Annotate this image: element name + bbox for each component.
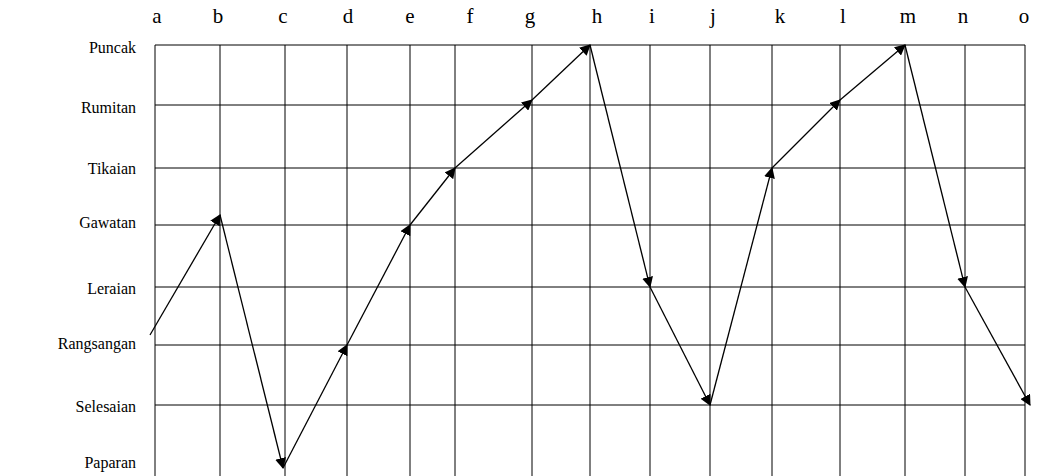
column-letter: c	[278, 6, 287, 27]
column-letter: f	[467, 6, 474, 27]
column-letter: l	[840, 6, 846, 27]
column-letter: e	[405, 6, 414, 27]
grid	[155, 45, 1025, 476]
stage-name: Puncak	[89, 40, 136, 56]
stage-name: Gawatan	[79, 215, 136, 231]
column-letter: b	[213, 6, 224, 27]
stage-name: Rangsangan	[58, 336, 136, 352]
column-letter: g	[525, 6, 536, 27]
column-letter: h	[592, 6, 603, 27]
stage-name: Selesaian	[76, 399, 136, 415]
column-letter: m	[900, 6, 916, 27]
column-letter: j	[710, 6, 716, 27]
stage-name: Rumitan	[81, 100, 136, 116]
stage-name: Tikaian	[88, 161, 136, 177]
stage-name: Leraian	[87, 281, 136, 297]
column-letter: i	[649, 6, 655, 27]
column-letter: d	[343, 6, 354, 27]
column-letter: k	[775, 6, 786, 27]
plot-line	[150, 45, 1030, 468]
stage-name: Paparan	[84, 455, 136, 471]
column-letter: a	[152, 6, 161, 27]
column-letter: n	[958, 6, 969, 27]
column-letter: o	[1019, 6, 1030, 27]
